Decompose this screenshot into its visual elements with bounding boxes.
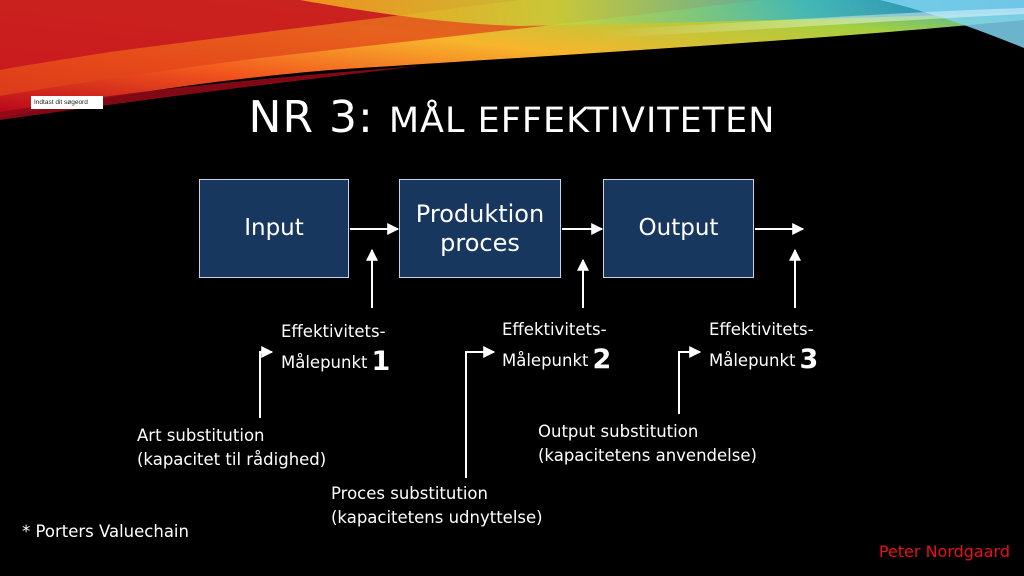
- box-input-label: Input: [244, 214, 304, 241]
- substitution-art: Art substitution (kapacitet til rådighed…: [137, 424, 326, 472]
- box-proc-label-line1: Produktion: [415, 199, 545, 228]
- measure-point-3-number: 3: [799, 344, 819, 375]
- measure-point-2-number: 2: [592, 344, 612, 375]
- substitution-art-line2: (kapacitet til rådighed): [137, 450, 327, 469]
- slide-title: NR 3: MÅL EFFEKTIVITETEN: [0, 92, 1024, 143]
- substitution-art-line1: Art substitution: [137, 426, 265, 445]
- title-lead: NR 3:: [248, 92, 389, 143]
- measure-point-1-number: 1: [371, 346, 391, 377]
- box-proc-label-line2: proces: [440, 228, 520, 257]
- substitution-proces-line1: Proces substitution: [331, 484, 488, 503]
- measure-point-1-line2: Målepunkt: [281, 353, 368, 372]
- search-input[interactable]: Indtast dit søgeord: [31, 96, 103, 109]
- box-produktion-proces: Produktion proces: [399, 179, 561, 278]
- author-name: Peter Nordgaard: [878, 542, 1010, 561]
- substitution-output-line2: (kapacitetens anvendelse): [538, 446, 757, 465]
- measure-point-3-line2: Målepunkt: [709, 351, 796, 370]
- substitution-proces-line2: (kapacitetens udnyttelse): [331, 508, 543, 527]
- measure-point-3-line1: Effektivitets-: [709, 320, 814, 339]
- substitution-output: Output substitution (kapacitetens anvend…: [538, 420, 757, 468]
- connector-output-substitution: [678, 346, 702, 414]
- measure-point-2-line1: Effektivitets-: [502, 320, 607, 339]
- box-output-label: Output: [638, 214, 719, 241]
- substitution-output-line1: Output substitution: [538, 422, 699, 441]
- substitution-proces: Proces substitution (kapacitetens udnytt…: [331, 482, 543, 530]
- measure-point-2-line2: Målepunkt: [502, 351, 589, 370]
- footnote: * Porters Valuechain: [22, 522, 189, 541]
- connector-proces-substitution: [465, 346, 496, 478]
- box-output: Output: [603, 179, 754, 278]
- connector-art-substitution: [259, 346, 274, 418]
- measure-point-1-line1: Effektivitets-: [281, 322, 386, 341]
- title-rest: MÅL EFFEKTIVITETEN: [388, 101, 776, 141]
- box-input: Input: [199, 179, 349, 278]
